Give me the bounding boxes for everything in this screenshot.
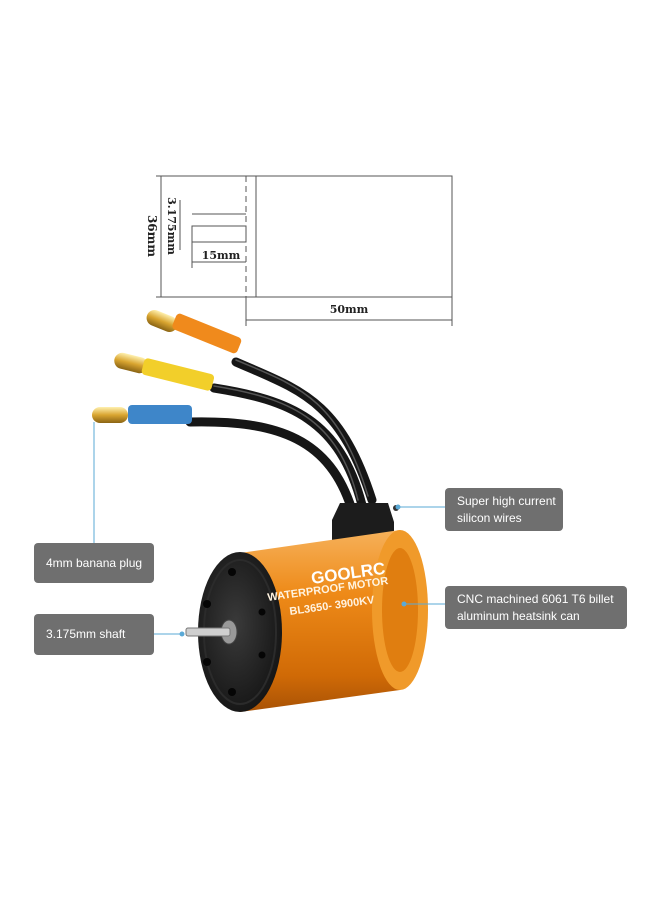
callout-silicon-wires: Super high current silicon wires [445,488,563,531]
banana-plug-orange [146,310,242,354]
plug-gold-pin [146,310,178,332]
wire-bottom [185,417,357,515]
dim-label-body-length: 50mm [330,303,369,316]
mount-hole [228,568,236,576]
banana-plug-blue [92,405,192,424]
drawing-body-outline [255,175,453,298]
banana-plug-yellow [114,352,215,391]
leader-dot [179,631,185,637]
callout-heatsink-can-text: CNC machined 6061 T6 billet aluminum hea… [457,591,614,623]
dimension-drawing [156,175,453,326]
mount-hole [228,688,236,696]
dim-label-shaft-diameter: 3.175mm [165,197,178,255]
leader-lines [93,422,446,637]
plug-sleeve [172,313,242,354]
drawing-shaft [191,225,247,243]
leader-dot [395,504,401,510]
mount-hole [203,600,211,608]
wire-exit-block [332,503,394,540]
callout-shaft-text: 3.175mm shaft [46,627,126,641]
dim-label-diameter: 36mm [145,215,159,257]
callout-banana-plug: 4mm banana plug [34,543,154,583]
dim-label-shaft-length: 15mm [202,249,241,262]
mount-hole [203,658,211,666]
callout-banana-plug-text: 4mm banana plug [46,555,143,570]
leader-dot [401,601,407,607]
callout-shaft: 3.175mm shaft [34,614,154,655]
motor: GOOLRC WATERPROOF MOTOR BL3650- 3900KV [185,503,428,712]
plug-sleeve [128,405,192,424]
mount-hole [258,608,266,616]
silicon-wires [185,357,377,515]
wire-top [231,357,377,505]
mount-hole [258,651,266,659]
wire-middle-highlight [213,385,359,501]
plug-gold-pin [114,352,148,374]
plug-sleeve [141,358,215,391]
callout-heatsink-can: CNC machined 6061 T6 billet aluminum hea… [445,586,627,629]
callout-silicon-wires-text: Super high current silicon wires [457,493,556,525]
motor-shaft [185,627,231,637]
wire-middle [209,383,367,510]
plug-gold-pin [92,407,128,423]
wire-top-highlight [235,359,369,497]
can-rear-cap [382,548,418,672]
front-endcap [198,552,282,712]
